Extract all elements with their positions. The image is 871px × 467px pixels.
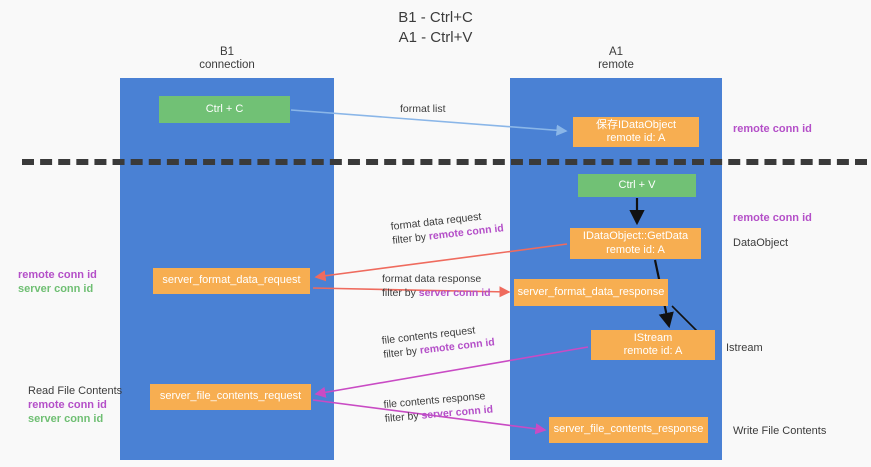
edge-label-file-contents-response: file contents response filter by server … xyxy=(383,389,494,426)
title-line-2: A1 - Ctrl+V xyxy=(398,29,473,46)
node-ctrl-v[interactable]: Ctrl + V xyxy=(578,174,696,197)
title-line-1: B1 - Ctrl+C xyxy=(398,9,473,26)
page-title: B1 - Ctrl+C A1 - Ctrl+V xyxy=(0,8,871,48)
node-server-file-contents-response-label: server_file_contents_response xyxy=(553,423,704,436)
node-server-format-data-response-label: server_format_data_response xyxy=(517,285,665,298)
annotation-read-file-contents: Read File Contents xyxy=(28,385,123,397)
edge-label-file-contents-request: file contents request filter by remote c… xyxy=(381,321,495,362)
lane-header-a1: A1 remote xyxy=(510,46,722,72)
annotation-dataobject: DataObject xyxy=(733,237,789,249)
node-istream[interactable]: IStream remote id: A xyxy=(591,330,715,360)
annotation-write-file-contents: Write File Contents xyxy=(733,425,827,437)
edge-label-format-data-response-key: server conn id xyxy=(418,287,491,299)
node-idataobject-getdata-title: IDataObject::GetData xyxy=(582,230,689,242)
node-istream-subtitle: remote id: A xyxy=(623,345,683,357)
edge-label-file-contents-response-prefix: filter by xyxy=(384,409,422,425)
edge-label-format-data-response-prefix: filter by xyxy=(382,287,419,299)
node-store-idataobject-title: 保存IDataObject xyxy=(595,118,677,131)
annotation-read-remote-conn-id: remote conn id xyxy=(28,399,107,411)
lane-header-b1: B1 connection xyxy=(120,46,334,72)
lane-header-a1-name: A1 xyxy=(608,46,624,58)
node-server-file-contents-request-label: server_file_contents_request xyxy=(159,390,302,403)
edge-label-format-data-response: format data response filter by server co… xyxy=(382,272,491,300)
lane-header-b1-name: B1 xyxy=(219,46,235,58)
annotation-left-remote-conn-id: remote conn id xyxy=(18,269,97,281)
annotation-left-server-conn-id: server conn id xyxy=(18,283,94,295)
node-server-format-data-request[interactable]: server_format_data_request xyxy=(153,268,310,294)
node-server-file-contents-request[interactable]: server_file_contents_request xyxy=(150,384,311,410)
node-ctrl-v-label: Ctrl + V xyxy=(618,178,656,191)
annotation-read-file-contents-group: Read File Contents remote conn id server… xyxy=(28,384,122,426)
dashed-divider xyxy=(22,159,867,165)
node-istream-title: IStream xyxy=(633,331,673,344)
node-server-file-contents-response[interactable]: server_file_contents_response xyxy=(549,417,708,443)
node-idataobject-getdata-subtitle: remote id: A xyxy=(606,243,665,256)
annotation-remote-conn-id-top: remote conn id xyxy=(733,123,812,135)
node-ctrl-c[interactable]: Ctrl + C xyxy=(159,96,290,123)
node-store-idataobject[interactable]: 保存IDataObject remote id: A xyxy=(573,117,699,147)
node-idataobject-getdata[interactable]: IDataObject::GetData remote id: A xyxy=(570,228,701,259)
edge-label-format-data-request-prefix: filter by xyxy=(391,230,430,247)
edge-label-format-data-request: format data request filter by remote con… xyxy=(390,207,504,248)
node-server-format-data-response[interactable]: server_format_data_response xyxy=(514,279,668,306)
lane-header-a1-sub: remote xyxy=(598,59,634,71)
edge-label-format-data-response-main: format data response xyxy=(382,273,482,285)
annotation-read-server-conn-id: server conn id xyxy=(28,413,104,425)
edge-label-file-contents-request-prefix: filter by xyxy=(382,344,421,361)
node-ctrl-c-label: Ctrl + C xyxy=(205,102,244,115)
annotation-istream: Istream xyxy=(726,342,763,354)
node-server-format-data-request-label: server_format_data_request xyxy=(162,274,301,287)
node-store-idataobject-subtitle: remote id: A xyxy=(606,132,666,144)
annotation-left-conn-ids: remote conn id server conn id xyxy=(18,268,97,296)
edge-label-format-list: format list xyxy=(400,102,446,116)
lane-header-b1-sub: connection xyxy=(199,59,255,71)
edge-label-format-list-main: format list xyxy=(400,103,446,115)
annotation-remote-conn-id-mid: remote conn id xyxy=(733,212,812,224)
